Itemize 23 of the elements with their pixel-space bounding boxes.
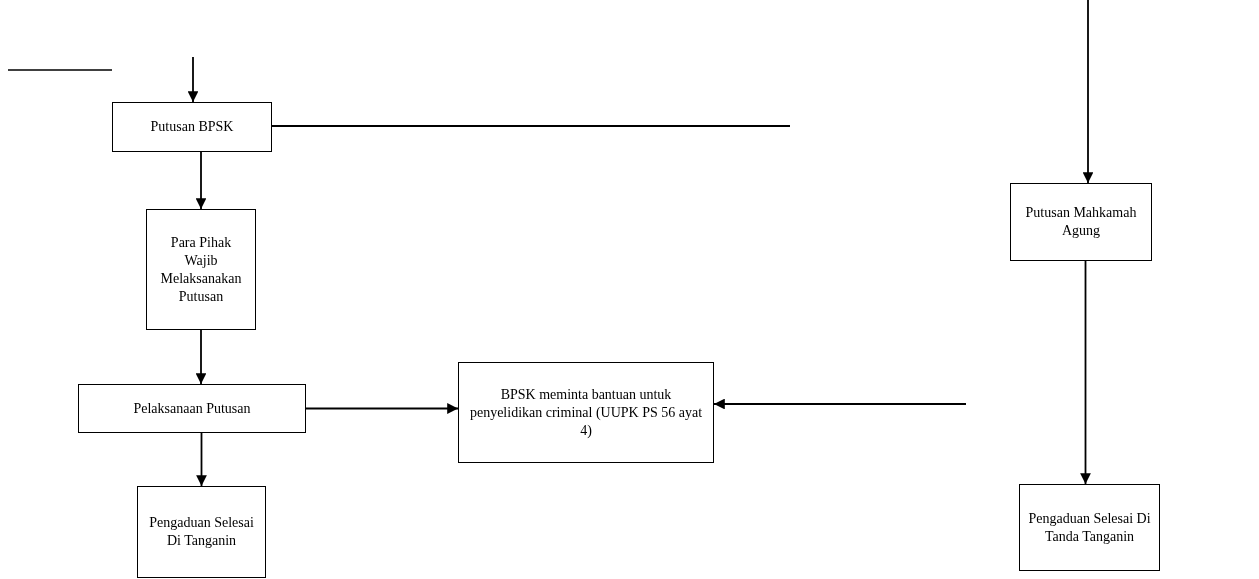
box-label: Pengaduan Selesai Di Tanda Tanganin <box>1027 509 1152 546</box>
process-box <box>112 102 272 152</box>
process-box <box>137 486 266 578</box>
process-box <box>1010 183 1152 261</box>
box-label: Pengaduan Selesai Di Tanganin <box>148 514 255 550</box>
process-box <box>78 384 306 433</box>
arrow <box>713 398 967 410</box>
box-label: BPSK meminta bantuan untuk penyelidikan criminal (UUPK PS 56 ayat 4) <box>468 385 704 440</box>
arrow <box>305 403 459 414</box>
box-label: Pelaksanaan Putusan <box>133 399 251 418</box>
arrow <box>196 432 207 487</box>
arrow <box>1082 0 1094 184</box>
process-box <box>458 362 714 463</box>
process-box <box>146 209 256 330</box>
arrow <box>195 329 207 385</box>
arrow <box>195 151 207 210</box>
connector-line <box>271 125 791 127</box>
box-label: Putusan BPSK <box>150 118 234 136</box>
box-label: Para Pihak Wajib Melaksanakan Putusan <box>159 233 243 306</box>
arrow <box>187 56 199 103</box>
arrow <box>1080 260 1091 485</box>
box-label: Putusan Mahkamah Agung <box>1024 204 1138 240</box>
process-box <box>1019 484 1160 571</box>
